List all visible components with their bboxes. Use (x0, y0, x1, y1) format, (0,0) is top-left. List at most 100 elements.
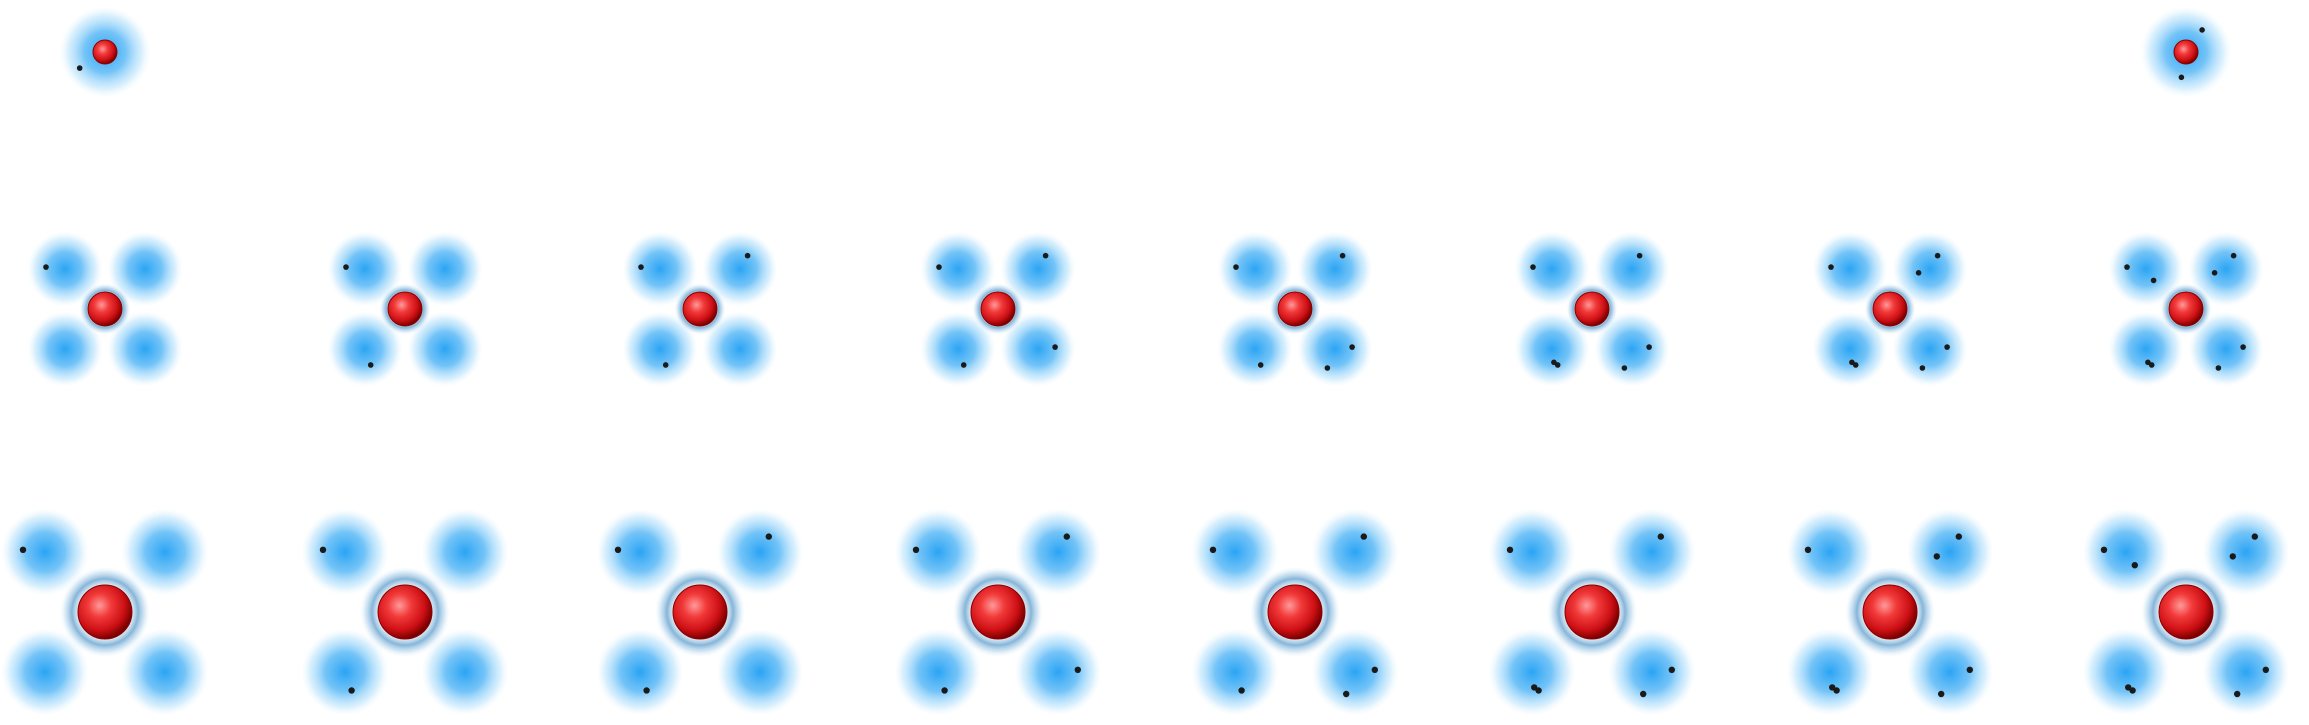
electron-dot (2124, 264, 2130, 270)
electron-dot (960, 362, 967, 368)
electron-dot (348, 687, 355, 694)
electron-dot (1955, 533, 1963, 540)
orbital-lobe (716, 628, 804, 716)
orbital-lobe (1906, 628, 1994, 716)
atoms-layer (1, 6, 2290, 716)
nucleus (387, 291, 423, 327)
nucleus (377, 584, 433, 640)
atom-oxygen (1514, 231, 1670, 387)
nucleus (1564, 584, 1620, 640)
orbital-lobe (2082, 628, 2170, 716)
electron-dot (1657, 533, 1665, 540)
atom-sulfur (1488, 508, 1696, 716)
electron-dot (1938, 690, 1945, 698)
orbital-lobe (1892, 231, 1968, 307)
atom-fluorine (1812, 231, 1968, 387)
atom-hydrogen (59, 6, 151, 98)
orbital-lobe (596, 508, 684, 596)
orbital-lobe (1217, 311, 1293, 387)
electron-dot (1233, 264, 1239, 270)
electron-dot (76, 65, 83, 71)
nucleus (672, 584, 728, 640)
orbital-lobe (1906, 508, 1994, 596)
orbital-lobe (596, 628, 684, 716)
nucleus (1872, 291, 1908, 327)
nucleus (87, 291, 123, 327)
orbital-lobe (2202, 628, 2290, 716)
electron-dot (319, 546, 327, 553)
orbital-lobe (1514, 231, 1590, 307)
orbital-lobe (121, 508, 209, 596)
electron-dot (936, 264, 942, 270)
electron-dot (1646, 344, 1652, 350)
nucleus (77, 584, 133, 640)
electron-dot (2229, 553, 2236, 560)
electron-dot (912, 546, 920, 553)
electron-dot (1933, 553, 1941, 560)
orbital-lobe (1812, 231, 1888, 307)
orbital-lobe (421, 628, 509, 716)
orbital-lobe (1191, 628, 1279, 716)
electron-dot (1343, 690, 1350, 698)
orbital-lobe (1297, 311, 1373, 387)
orbital-lobe (1014, 628, 1102, 716)
electron-dot (2125, 684, 2132, 691)
orbital-lobe (107, 311, 183, 387)
electron-dot (1551, 359, 1557, 366)
electron-dot (1849, 359, 1855, 366)
orbital-lobe (421, 508, 509, 596)
atom-neon (2108, 231, 2264, 387)
orbital-lobe (1594, 231, 1670, 307)
orbital-lobe (407, 231, 483, 307)
nucleus (2158, 584, 2214, 640)
electron-dot (1530, 264, 1536, 270)
electron-dot (19, 546, 27, 553)
electron-dot (1919, 365, 1926, 371)
nucleus (1862, 584, 1918, 640)
electron-dot (1804, 546, 1812, 553)
electron-dot (2100, 546, 2108, 553)
electron-dot (1668, 666, 1676, 673)
orbital-lobe (1892, 311, 1968, 387)
orbital-lobe (301, 628, 389, 716)
orbital-lobe (1488, 628, 1576, 716)
electron-dot (1828, 264, 1834, 270)
electron-dot (2251, 533, 2258, 540)
orbital-lobe (1191, 508, 1279, 596)
orbital-lobe (702, 311, 778, 387)
orbital-lobe (1, 508, 89, 596)
electron-dot (1829, 684, 1836, 691)
orbital-lobe (920, 311, 996, 387)
orbital-lobe (1514, 311, 1590, 387)
electron-dot (1063, 533, 1071, 540)
electron-dot (1966, 666, 1974, 673)
orbital-lobe (920, 231, 996, 307)
orbital-lobe (1311, 508, 1399, 596)
electron-dot (2234, 690, 2241, 698)
orbital-lobe (407, 311, 483, 387)
atom-aluminium (596, 508, 804, 716)
electron-dot (2262, 666, 2269, 673)
nucleus (2173, 39, 2199, 65)
orbital-lobe (1297, 231, 1373, 307)
orbital-lobe (1, 628, 89, 716)
electron-dot (43, 264, 49, 270)
electron-dot (2150, 277, 2157, 284)
electron-dot (1257, 362, 1264, 368)
orbital-lobe (1488, 508, 1576, 596)
orbital-lobe (894, 628, 982, 716)
electron-dot (1636, 252, 1643, 259)
atom-nitrogen (1217, 231, 1373, 387)
electron-dot (638, 264, 644, 270)
orbital-lobe (1311, 628, 1399, 716)
orbital-lobe (2202, 508, 2290, 596)
atom-chlorine (1786, 508, 1994, 716)
nucleus (2168, 291, 2204, 327)
electron-dot (1074, 666, 1082, 673)
electron-dot (765, 533, 772, 540)
orbital-lobe (2188, 311, 2264, 387)
electron-dot (643, 687, 650, 694)
orbital-lobe (121, 628, 209, 716)
atom-magnesium (301, 508, 509, 716)
